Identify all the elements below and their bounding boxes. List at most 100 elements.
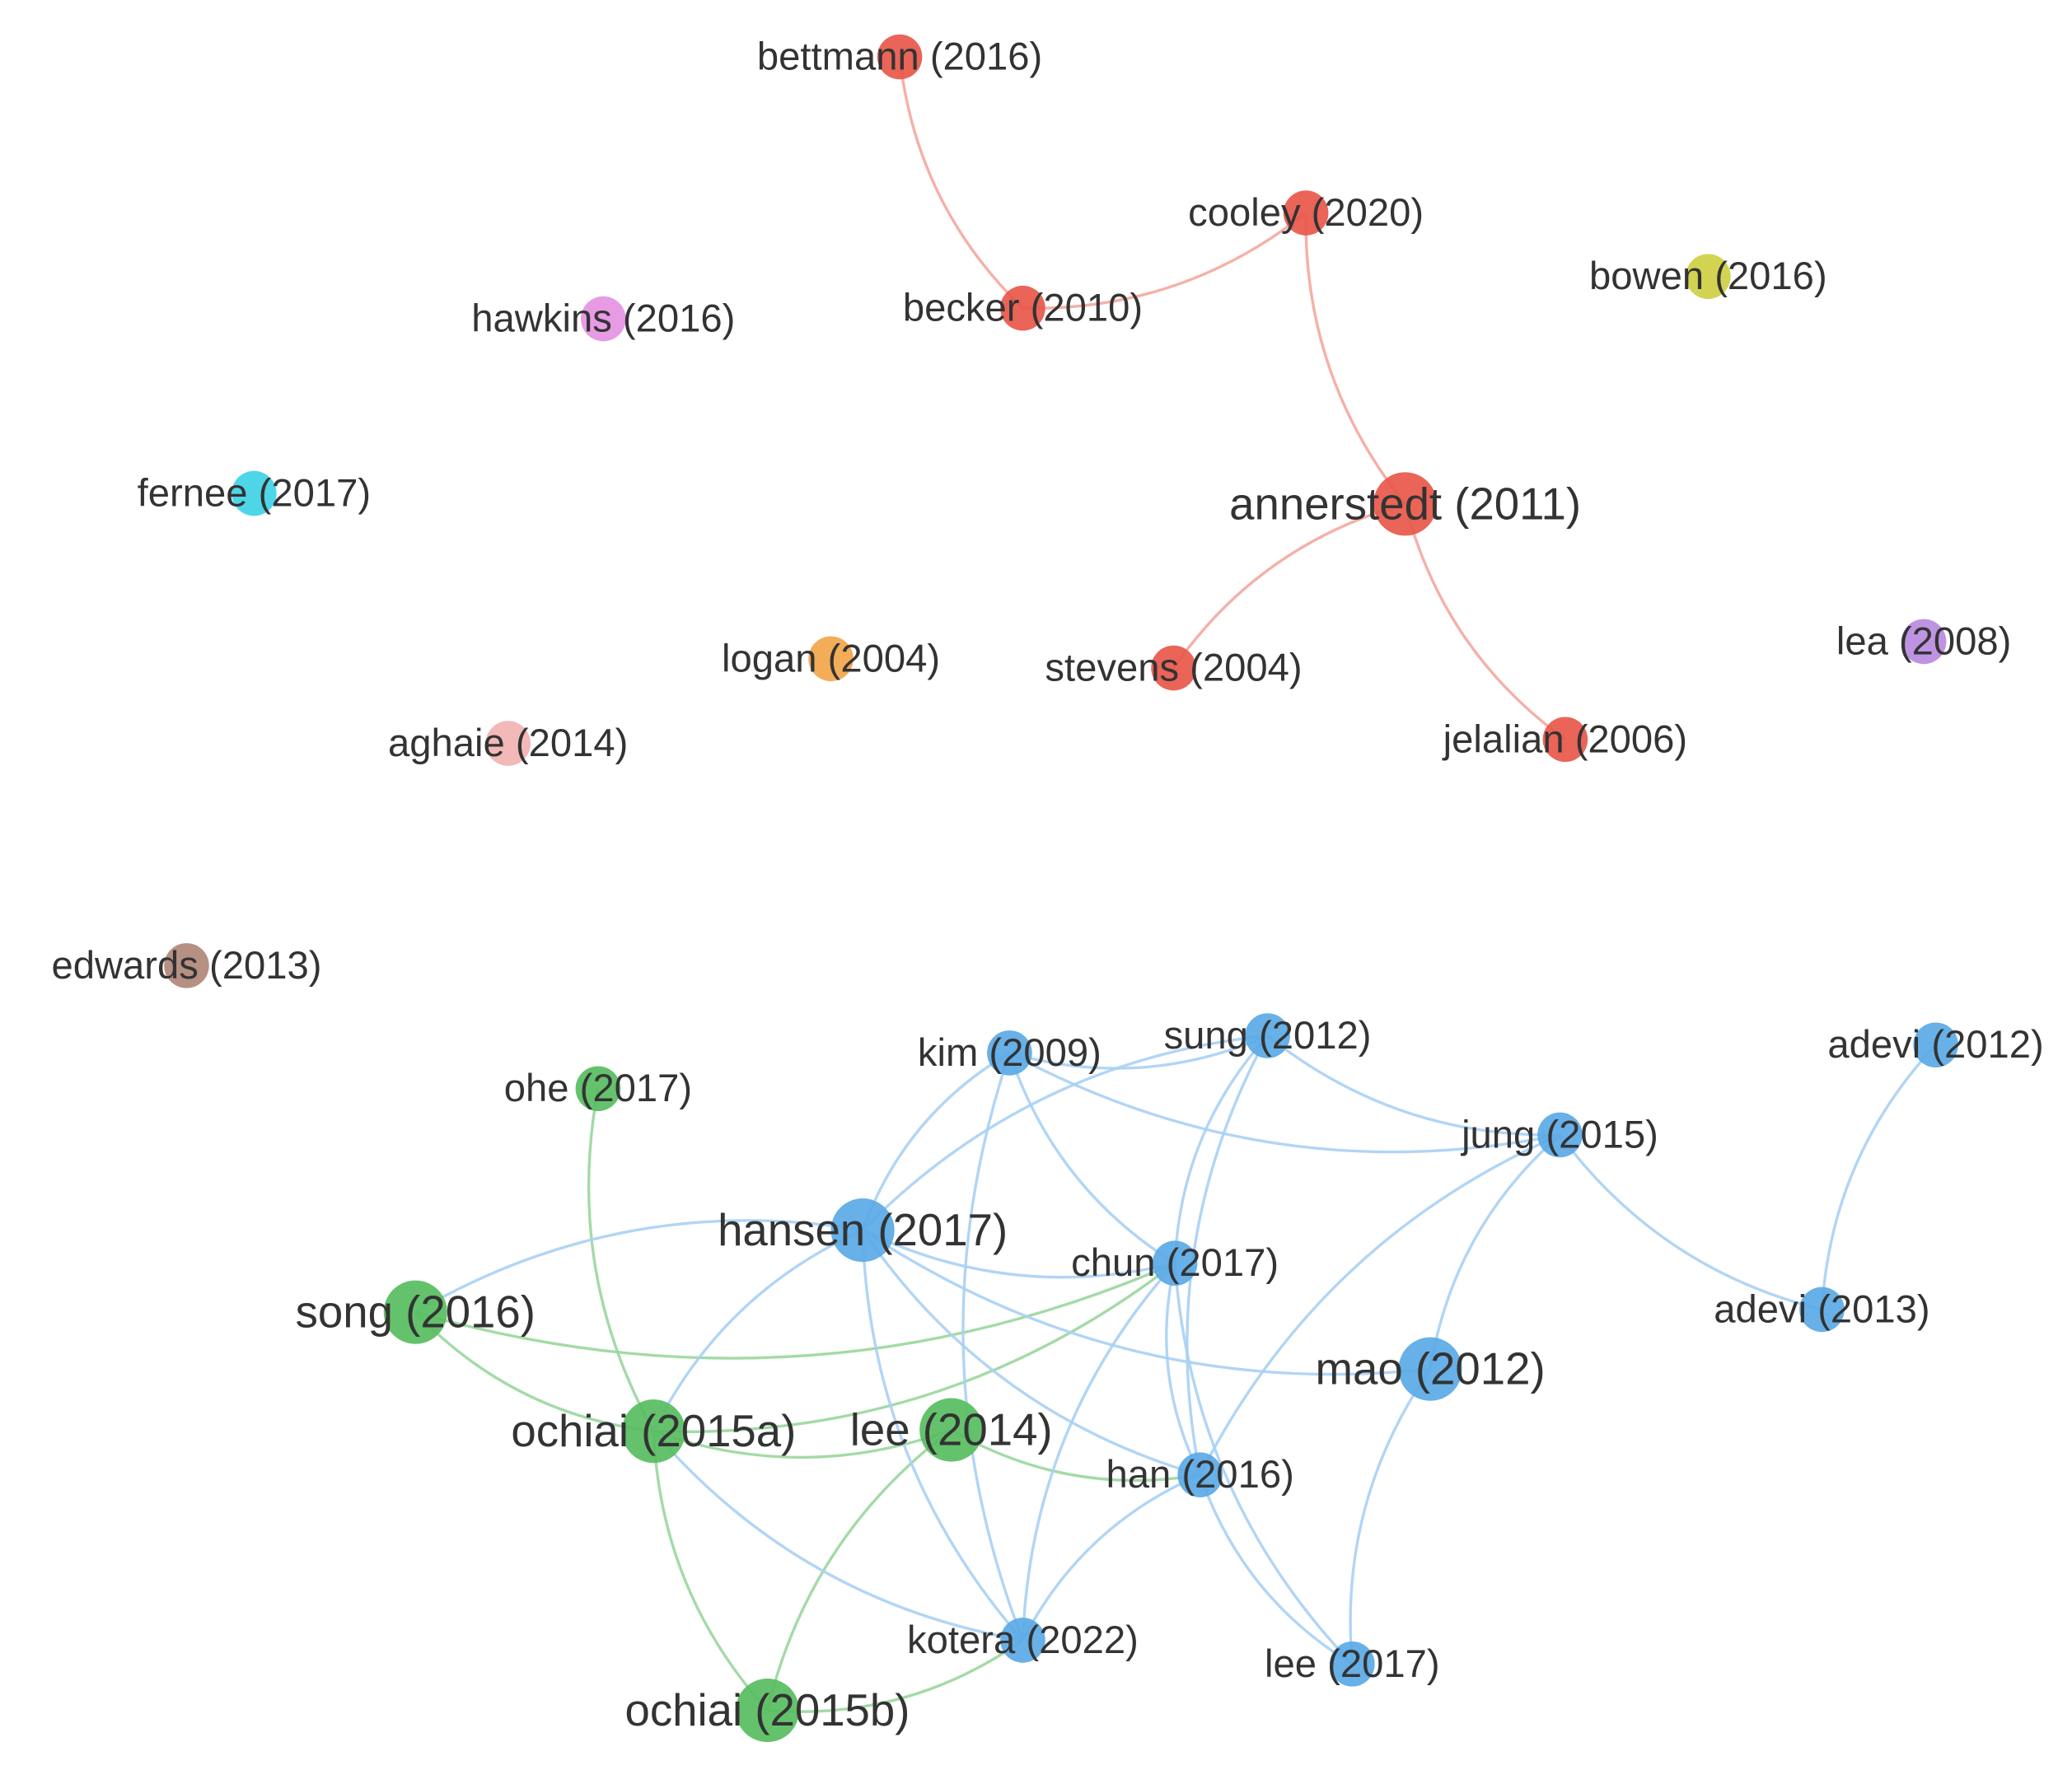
node-label-ohe-2017: ohe (2017) (504, 1067, 692, 1110)
edge-kim-2009-chun-2017 (1008, 1052, 1176, 1265)
edge-ochiai-2015a-chun-2017 (653, 1262, 1176, 1433)
node-ohe-2017[interactable] (575, 1066, 621, 1112)
node-ochiai-2015a[interactable] (621, 1399, 685, 1464)
node-ochiai-2015b[interactable] (735, 1679, 800, 1743)
node-label-mao-2012: mao (2012) (1315, 1344, 1545, 1394)
node-hawkins-2016[interactable] (581, 296, 626, 342)
edge-hansen-2017-song-2016 (414, 1219, 863, 1314)
node-label-kim-2009: kim (2009) (918, 1031, 1101, 1075)
edge-hansen-2017-ochiai-2015a (652, 1229, 863, 1432)
edge-ochiai-2015a-ochiai-2015b (652, 1431, 769, 1712)
node-label-adevi-2013: adevi (2013) (1714, 1287, 1929, 1331)
node-aghaie-2014[interactable] (485, 721, 531, 766)
node-sung-2012[interactable] (1245, 1013, 1290, 1058)
node-label-edwards-2013: edwards (2013) (51, 944, 321, 988)
node-lee-2014[interactable] (919, 1398, 984, 1462)
edge-song-2016-chun-2017 (414, 1262, 1176, 1360)
edge-lee-2014-han-2016 (950, 1428, 1200, 1483)
node-stevens-2004[interactable] (1151, 645, 1196, 691)
edge-jung-2015-adevi-2013 (1559, 1133, 1822, 1311)
edge-ochiai-2015b-kotera-2022 (767, 1639, 1024, 1713)
node-label-ochiai-2015b: ochiai (2015b) (624, 1685, 910, 1735)
node-chun-2017[interactable] (1152, 1240, 1198, 1287)
edge-lee-2014-ochiai-2015b (765, 1428, 952, 1711)
node-annerstedt-2011[interactable] (1373, 472, 1438, 536)
nodes-layer (164, 34, 1958, 1743)
edge-ochiai-2015a-lee-2014 (652, 1428, 952, 1459)
node-label-adevi-2012: adevi (2012) (1827, 1023, 2043, 1067)
edge-sung-2012-jung-2015 (1266, 1034, 1560, 1137)
node-label-lee-2017: lee (2017) (1265, 1642, 1440, 1686)
edge-jung-2015-han-2016 (1199, 1133, 1561, 1476)
node-label-han-2016: han (2016) (1106, 1453, 1293, 1497)
node-label-aghaie-2014: aghaie (2014) (388, 722, 628, 765)
edge-adevi-2012-adevi-2013 (1820, 1044, 1937, 1310)
node-label-chun-2017: chun (2017) (1071, 1241, 1279, 1285)
edge-kim-2009-hansen-2017 (861, 1051, 1011, 1231)
node-becker-2010[interactable] (1000, 285, 1045, 331)
node-label-logan-2004: logan (2004) (722, 637, 940, 680)
node-label-lee-2014: lee (2014) (850, 1405, 1053, 1455)
node-fernee-2017[interactable] (232, 470, 277, 516)
edge-sung-2012-chun-2017 (1173, 1034, 1269, 1263)
node-label-stevens-2004: stevens (2004) (1045, 647, 1302, 690)
node-label-jung-2015: jung (2015) (1460, 1113, 1658, 1156)
node-adevi-2012[interactable] (1913, 1022, 1958, 1068)
edge-cooley-2020-annerstedt-2011 (1304, 212, 1406, 505)
node-adevi-2013[interactable] (1799, 1287, 1845, 1333)
node-label-bowen-2016: bowen (2016) (1589, 255, 1827, 298)
edge-han-2016-kotera-2022 (1021, 1473, 1201, 1642)
edge-chun-2017-lee-2017 (1173, 1263, 1354, 1665)
edge-chun-2017-kotera-2022 (1021, 1262, 1176, 1641)
edge-becker-2010-cooley-2020 (1022, 212, 1307, 310)
node-cooley-2020[interactable] (1283, 190, 1329, 236)
edge-ohe-2017-ochiai-2015a (587, 1088, 655, 1432)
edge-kim-2009-kotera-2022 (961, 1052, 1025, 1642)
node-label-hansen-2017: hansen (2017) (718, 1205, 1008, 1255)
edge-hansen-2017-chun-2017 (862, 1229, 1176, 1279)
node-label-bettmann-2016: bettmann (2016) (757, 35, 1042, 79)
edge-mao-2012-lee-2017 (1349, 1368, 1432, 1665)
node-song-2016[interactable] (383, 1280, 447, 1344)
labels-layer: bettmann (2016) cooley (2020) becker (2010… (51, 35, 2043, 1736)
edges-layer (414, 56, 1937, 1713)
node-lea-2008[interactable] (1901, 619, 1947, 665)
node-hansen-2017[interactable] (830, 1198, 895, 1263)
node-logan-2004[interactable] (808, 636, 854, 682)
edge-song-2016-ochiai-2015a (414, 1310, 654, 1433)
node-bettmann-2016[interactable] (877, 34, 923, 80)
edge-han-2016-lee-2017 (1199, 1474, 1354, 1665)
node-jelalian-2006[interactable] (1542, 717, 1588, 763)
node-label-sung-2012: sung (2012) (1164, 1014, 1372, 1058)
node-label-ochiai-2015a: ochiai (2015a) (511, 1406, 796, 1456)
edge-sung-2012-han-2016 (1186, 1034, 1270, 1476)
node-kim-2009[interactable] (987, 1030, 1032, 1076)
node-label-lea-2008: lea (2008) (1836, 619, 2012, 663)
node-jung-2015[interactable] (1537, 1112, 1583, 1158)
node-kotera-2022[interactable] (1000, 1618, 1045, 1663)
node-label-song-2016: song (2016) (296, 1287, 536, 1338)
node-label-annerstedt-2011: annerstedt (2011) (1229, 479, 1581, 529)
edge-annerstedt-2011-stevens-2004 (1172, 502, 1406, 670)
edge-hansen-2017-kotera-2022 (861, 1230, 1024, 1642)
edge-bettmann-2016-becker-2010 (898, 56, 1024, 310)
node-han-2016[interactable] (1177, 1452, 1223, 1497)
node-mao-2012[interactable] (1398, 1337, 1462, 1401)
node-bowen-2016[interactable] (1686, 254, 1731, 299)
edge-chun-2017-han-2016 (1165, 1263, 1202, 1476)
node-label-jelalian-2006: jelalian (2006) (1442, 717, 1688, 761)
edge-jung-2015-mao-2012 (1429, 1133, 1561, 1370)
edge-hansen-2017-mao-2012 (862, 1229, 1431, 1376)
edge-kim-2009-sung-2012 (1008, 1034, 1269, 1070)
node-edwards-2013[interactable] (164, 943, 209, 988)
edge-annerstedt-2011-jelalian-2006 (1403, 503, 1566, 741)
edge-ochiai-2015a-kotera-2022 (652, 1430, 1023, 1642)
edge-hansen-2017-han-2016 (861, 1229, 1201, 1477)
edge-kim-2009-jung-2015 (1008, 1051, 1560, 1154)
node-lee-2017[interactable] (1330, 1642, 1375, 1687)
node-label-cooley-2020: cooley (2020) (1188, 191, 1424, 235)
node-label-hawkins-2016: hawkins (2016) (471, 297, 735, 341)
node-label-becker-2010: becker (2010) (903, 287, 1143, 330)
